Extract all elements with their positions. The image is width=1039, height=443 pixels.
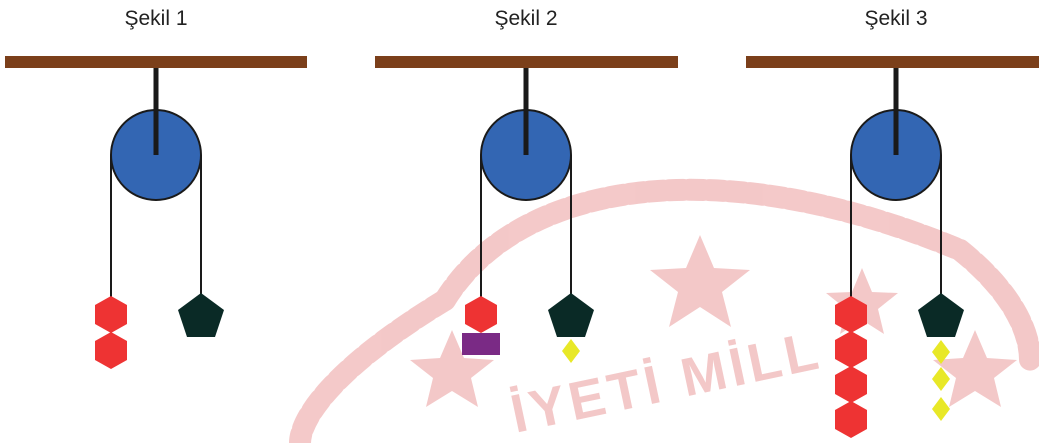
black-pentagon-weight: [548, 293, 594, 337]
watermark-star-icon: [650, 235, 750, 327]
yellow-diamond-weight: [932, 397, 950, 421]
watermark-rope-border-right: [949, 239, 1039, 371]
watermark-text: İYETİ MİLL: [505, 320, 827, 443]
figure-3: [746, 56, 1039, 438]
black-pentagon-weight: [918, 293, 964, 337]
ceiling-beam: [746, 56, 1039, 68]
red-hexagon-weight: [835, 296, 867, 333]
yellow-diamond-weight: [932, 367, 950, 391]
purple-rectangle-weight: [462, 333, 500, 355]
figure-3-title: Şekil 3: [864, 7, 927, 30]
red-hexagon-weight: [95, 296, 127, 333]
figure-1: [5, 56, 307, 369]
watermark-rope-border-left: [289, 289, 456, 443]
ceiling-beam: [5, 56, 307, 68]
watermark-star-icon-right: [933, 330, 1017, 407]
figure-2-title: Şekil 2: [494, 7, 557, 30]
red-hexagon-weight: [835, 401, 867, 438]
red-hexagon-weight: [835, 331, 867, 368]
figure-1-title: Şekil 1: [124, 7, 187, 30]
black-pentagon-weight: [178, 293, 224, 337]
yellow-diamond-weight: [562, 339, 580, 363]
figure-2: [375, 56, 678, 363]
watermark-star-icon-left: [410, 330, 494, 407]
red-hexagon-weight: [465, 296, 497, 333]
yellow-diamond-weight: [932, 340, 950, 364]
watermark-rope-border: [434, 178, 971, 311]
ceiling-beam: [375, 56, 678, 68]
red-hexagon-weight: [835, 366, 867, 403]
red-hexagon-weight: [95, 332, 127, 369]
